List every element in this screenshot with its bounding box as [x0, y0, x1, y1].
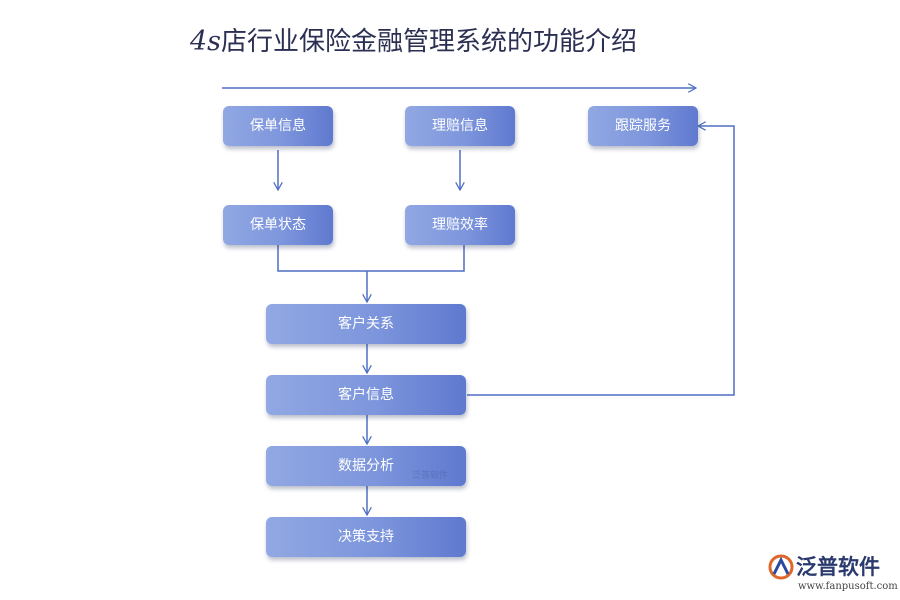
node-claim-info: 理赔信息	[405, 106, 515, 146]
brand-logo-icon	[768, 554, 794, 580]
node-follow-service: 跟踪服务	[588, 106, 698, 146]
node-policy-status: 保单状态	[223, 205, 333, 245]
merge-bracket	[277, 245, 465, 272]
watermark: 泛普软件	[412, 471, 449, 481]
node-customer-relation: 客户关系	[266, 304, 466, 344]
node-data-analysis: 数据分析	[266, 446, 466, 486]
node-decision-support: 决策支持	[266, 517, 466, 557]
page-title: 4s店行业保险金融管理系统的功能介绍	[190, 22, 710, 62]
node-customer-info: 客户信息	[266, 375, 466, 415]
title-main: 店行业保险金融管理系统的功能介绍	[221, 27, 638, 57]
node-policy-info: 保单信息	[223, 106, 333, 146]
node-claim-efficiency: 理赔效率	[405, 205, 515, 245]
loop-info-to-follow-service	[467, 126, 735, 396]
brand-url: www.fanpusoft.com	[798, 581, 898, 592]
brand-name: 泛普软件	[796, 555, 880, 579]
title-prefix: 4s	[190, 26, 222, 57]
brand-logo: 泛普软件 www.fanpusoft.com	[768, 552, 898, 594]
